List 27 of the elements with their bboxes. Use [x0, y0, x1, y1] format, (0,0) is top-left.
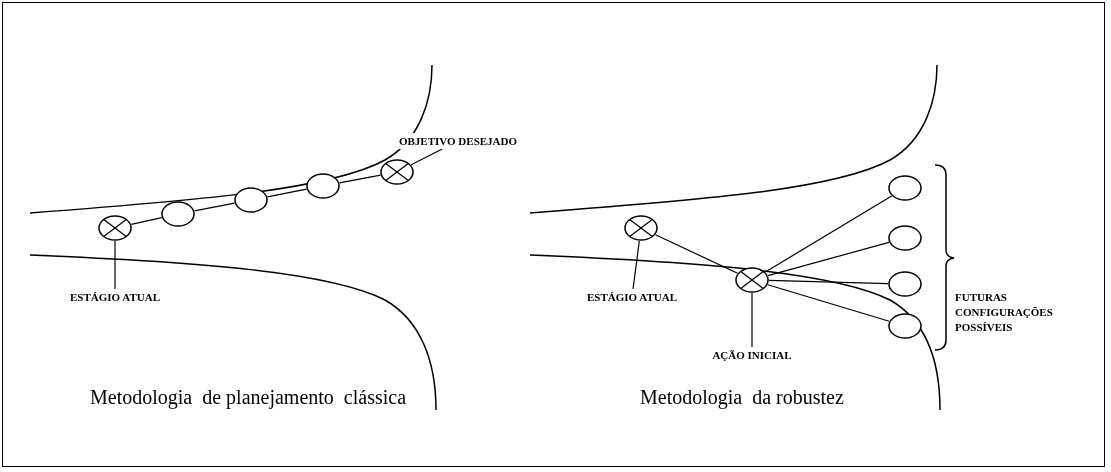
connector-line	[768, 279, 889, 285]
caption: Metodologia da robustez	[640, 386, 845, 409]
connector-line	[266, 188, 308, 198]
crossed-circle	[98, 215, 132, 241]
crossed-circle	[735, 267, 769, 293]
circle	[888, 225, 922, 251]
crossed-circle	[380, 159, 414, 185]
circle	[888, 175, 922, 201]
leader-line	[632, 240, 640, 290]
leader-line	[410, 148, 443, 166]
caption: Metodologia de planejamento clássica	[90, 386, 407, 409]
leader-line	[114, 240, 116, 290]
connector-line	[767, 284, 890, 322]
connector-line	[767, 241, 890, 277]
connector-line	[338, 174, 382, 184]
circle	[234, 187, 268, 213]
connector-line	[193, 202, 236, 212]
circle	[161, 201, 195, 227]
leader-line	[751, 292, 753, 348]
connector-line	[654, 234, 739, 274]
circle	[888, 271, 922, 297]
bracket-label: FUTURAS CONFIGURAÇÕES POSSÍVEIS	[955, 290, 1054, 335]
connector-line	[764, 195, 893, 273]
circle	[888, 313, 922, 339]
circle	[306, 173, 340, 199]
crossed-circle	[624, 215, 658, 241]
connector-line	[130, 217, 163, 225]
